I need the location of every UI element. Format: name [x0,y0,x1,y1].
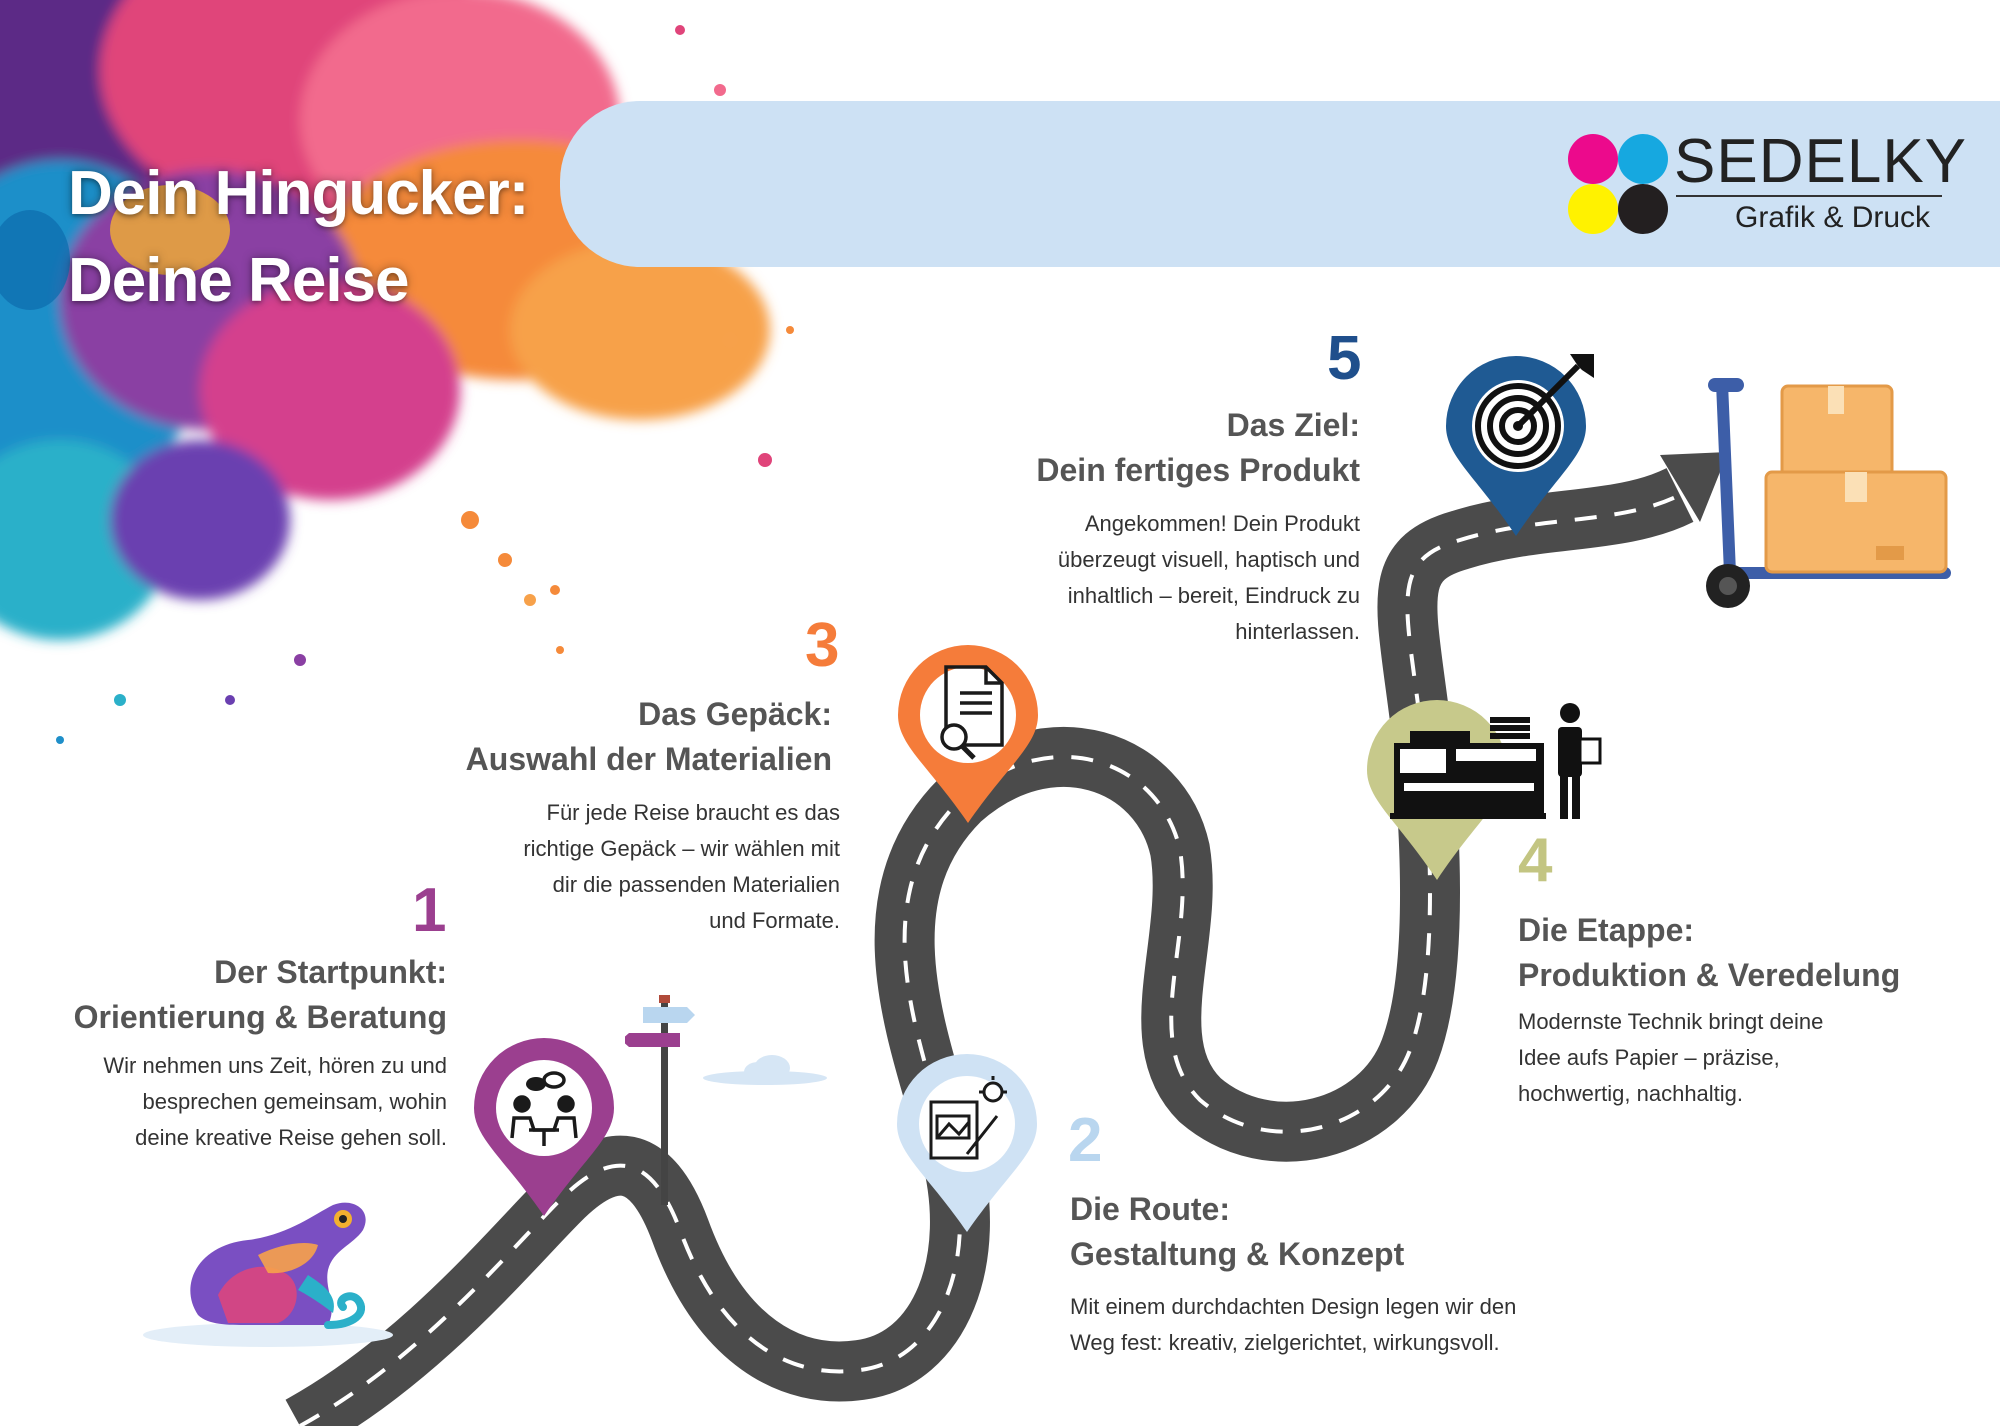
step-2-text: Mit einem durchdachten Design legen wir … [1070,1289,1516,1361]
step-3-text-line: Für jede Reise braucht es das [546,800,841,825]
target-icon [1472,354,1594,472]
logo-wordmark: SEDELKY [1674,127,1968,196]
step-3-number: 3 [805,611,840,680]
step-5-heading-line-1: Das Ziel: [1226,407,1360,443]
step-3-heading-line-1: Das Gepäck: [638,696,832,732]
step-2-text-line: Mit einem durchdachten Design legen wir … [1070,1294,1517,1319]
step-2-number: 2 [1068,1106,1103,1175]
step-4-text-line: hochwertig, nachhaltig. [1518,1081,1744,1106]
step-5-text-line: hinterlassen. [1235,619,1360,644]
step-1-heading-line-2: Orientierung & Beratung [73,999,447,1035]
step-4-number: 4 [1518,826,1553,895]
step-4-text-line: Idee aufs Papier – präzise, [1518,1045,1780,1070]
step-5-heading-line-2: Dein fertiges Produkt [1036,452,1360,488]
step-3-heading: Das Gepäck: Auswahl der Materialien [466,692,832,782]
page-title-line-1: Dein Hingucker: [68,159,529,228]
step-1-heading-line-1: Der Startpunkt: [214,954,447,990]
header-banner [560,101,2000,267]
step-2-heading-line-2: Gestaltung & Konzept [1070,1236,1405,1272]
step-1-pin [474,1038,614,1216]
step-4-text-line: Modernste Technik bringt deine [1518,1009,1824,1034]
logo-tagline: Grafik & Druck [1735,201,1931,234]
step-2-heading-line-1: Die Route: [1070,1191,1230,1227]
step-3-text: Für jede Reise braucht es das richtige G… [523,795,840,939]
page-title-line-2: Deine Reise [68,246,410,315]
step-3-text-line: dir die passenden Materialien [552,872,840,897]
document-search-icon [940,665,1004,760]
step-4-text: Modernste Technik bringt deine Idee aufs… [1518,1004,1823,1112]
consultation-icon [510,1071,578,1146]
cmyk-logo-icon [1568,134,1668,234]
step-5-text-line: Angekommen! Dein Produkt [1084,511,1360,536]
step-2-text-line: Weg fest: kreativ, zielgerichtet, wirkun… [1070,1330,1500,1355]
cloud-icon [703,1055,827,1085]
step-3-text-line: und Formate. [709,908,840,933]
chameleon-illustration [143,1202,393,1347]
step-1-text-line: deine kreative Reise gehen soll. [135,1125,447,1150]
hand-truck-boxes-illustration [1706,378,1951,608]
step-3-text-line: richtige Gepäck – wir wählen mit [523,836,840,861]
signpost-icon [625,995,695,1205]
step-4-heading: Die Etappe: Produktion & Veredelung [1518,908,1900,998]
step-1-text-line: Wir nehmen uns Zeit, hören zu und [103,1053,447,1078]
step-4-heading-line-2: Produktion & Veredelung [1518,957,1901,993]
step-1-heading: Der Startpunkt: Orientierung & Beratung [74,950,447,1040]
road-arrow-head [1660,452,1728,522]
logo-divider [1676,195,1942,197]
step-4-heading-line-1: Die Etappe: [1518,912,1695,948]
step-5-number: 5 [1327,324,1362,393]
step-3-pin [898,645,1038,823]
step-5-heading: Das Ziel: Dein fertiges Produkt [1036,403,1360,493]
step-2-pin [897,1054,1037,1232]
design-icon [929,1076,1007,1160]
step-1-number: 1 [412,876,447,945]
paint-splash-illustration [0,0,794,744]
step-1-text-line: besprechen gemeinsam, wohin [142,1089,447,1114]
printing-machine-icon [1390,703,1602,819]
step-5-text-line: überzeugt visuell, haptisch und [1057,547,1360,572]
step-5-text-line: inhaltlich – bereit, Eindruck zu [1067,583,1360,608]
step-1-text: Wir nehmen uns Zeit, hören zu und bespre… [103,1048,447,1156]
step-5-text: Angekommen! Dein Produkt überzeugt visue… [1058,506,1360,650]
step-2-heading: Die Route: Gestaltung & Konzept [1070,1187,1404,1277]
step-3-heading-line-2: Auswahl der Materialien [465,741,832,777]
